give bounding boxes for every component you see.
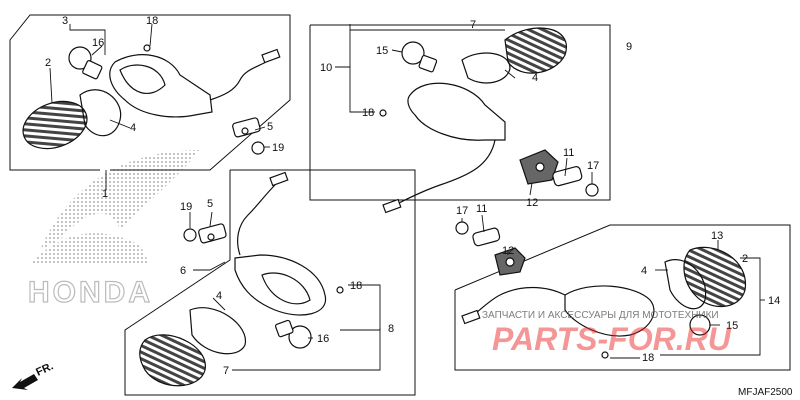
wire-bottom-right <box>469 286 566 319</box>
group-box-9 <box>309 24 611 201</box>
nut-17-bottom-right <box>455 221 469 235</box>
lens-bottom-left <box>139 334 206 387</box>
watermark-tagline: ЗАПЧАСТИ И АКСЕССУАРЫ ДЛЯ МОТОТЕХНИКИ <box>482 310 719 321</box>
callout-2-a: 2 <box>45 57 51 69</box>
callout-4-a: 4 <box>130 122 136 134</box>
callout-18-b: 18 <box>362 107 374 119</box>
assembly-top-right <box>379 27 599 214</box>
connector-bottom-right <box>461 309 481 325</box>
callout-11-b: 11 <box>476 203 487 215</box>
plate-5-bottom-left <box>198 223 227 244</box>
callout-14: 14 <box>768 295 780 307</box>
leader-lines <box>49 23 765 371</box>
bulb-top-left <box>68 46 92 70</box>
lens-top-left <box>22 100 88 150</box>
plate-5-top-left <box>232 117 261 138</box>
bulb-bottom-left <box>288 325 312 349</box>
callout-15-b: 15 <box>726 320 738 332</box>
callout-18-a: 18 <box>146 15 158 27</box>
callout-17-a: 17 <box>587 160 599 172</box>
callout-numbers: 3 18 16 2 4 5 19 1 7 9 10 15 4 18 11 17 … <box>45 15 780 377</box>
callout-19-a: 19 <box>272 142 284 154</box>
callout-4-d: 4 <box>641 265 647 277</box>
nut-19-bottom-left <box>183 228 197 242</box>
connector-bottom-left <box>269 171 289 187</box>
callout-16-b: 16 <box>317 333 329 345</box>
group-box-8 <box>124 169 416 396</box>
callout-11-a: 11 <box>563 147 574 159</box>
front-direction-arrow: FR. <box>12 360 55 390</box>
gasket-bottom-left <box>189 307 246 355</box>
lens-bottom-right <box>683 246 746 308</box>
callout-19-b: 19 <box>180 201 192 213</box>
group-box-1 <box>9 14 291 171</box>
diagram-reference-code: MFJAF2500 <box>738 387 793 398</box>
housing-top-left <box>109 54 213 118</box>
wire-top-left <box>209 59 271 101</box>
callout-17-b: 17 <box>456 205 468 217</box>
housing-bottom-left <box>234 254 327 316</box>
plate-11-bottom-right <box>472 227 501 247</box>
callout-7-a: 7 <box>470 19 476 31</box>
callout-18-c: 18 <box>350 280 362 292</box>
assembly-bottom-right <box>455 221 746 359</box>
callout-12-b: 12 <box>502 245 514 257</box>
watermark-logo: PARTS-FOR.RU <box>492 321 732 357</box>
callout-12-a: 12 <box>526 197 538 209</box>
callout-3: 3 <box>62 15 68 27</box>
callout-9: 9 <box>626 41 632 53</box>
housing-bottom-right <box>564 285 655 337</box>
lens-top-right <box>504 27 568 74</box>
callout-1: 1 <box>102 188 108 200</box>
gasket-top-left <box>79 89 122 137</box>
connector-top-left <box>261 48 281 64</box>
screw-18-top-right <box>379 109 387 117</box>
group-box-13 <box>454 224 791 371</box>
callout-6: 6 <box>180 265 186 277</box>
nut-17-top-right <box>585 183 599 197</box>
callout-7-b: 7 <box>223 365 229 377</box>
callout-4-c: 4 <box>216 290 222 302</box>
callout-13: 13 <box>711 230 723 242</box>
callout-16-a: 16 <box>92 37 104 49</box>
honda-wing-watermark: HONDA <box>27 150 200 310</box>
screw-18-bottom-left <box>336 286 344 294</box>
screw-18-top-left <box>143 44 151 52</box>
gasket-top-right <box>461 52 511 84</box>
wire-bottom-left <box>237 184 276 256</box>
screw-18-bottom-right <box>601 351 609 359</box>
callout-5-b: 5 <box>207 198 213 210</box>
bulb-top-right <box>401 41 425 65</box>
wire-top-right <box>394 139 496 206</box>
plate-11-top-right <box>552 166 583 187</box>
assembly-bottom-left <box>139 171 344 387</box>
nut-19-top-left <box>251 141 265 155</box>
assembly-top-left <box>22 44 281 155</box>
callout-10: 10 <box>320 62 332 74</box>
fr-arrow-label: FR. <box>34 360 55 378</box>
callout-18-d: 18 <box>642 352 654 364</box>
parts-for-watermark: ЗАПЧАСТИ И АКСЕССУАРЫ ДЛЯ МОТОТЕХНИКИ PA… <box>482 310 732 357</box>
housing-top-right <box>407 82 506 141</box>
gasket-bottom-right <box>664 259 707 310</box>
connector-top-right <box>382 198 402 214</box>
callout-8: 8 <box>388 323 394 335</box>
callout-15-a: 15 <box>376 45 388 57</box>
honda-watermark-text: HONDA <box>28 276 153 309</box>
callout-5-a: 5 <box>267 121 273 133</box>
callout-4-b: 4 <box>532 72 538 84</box>
callout-2-b: 2 <box>742 253 748 265</box>
